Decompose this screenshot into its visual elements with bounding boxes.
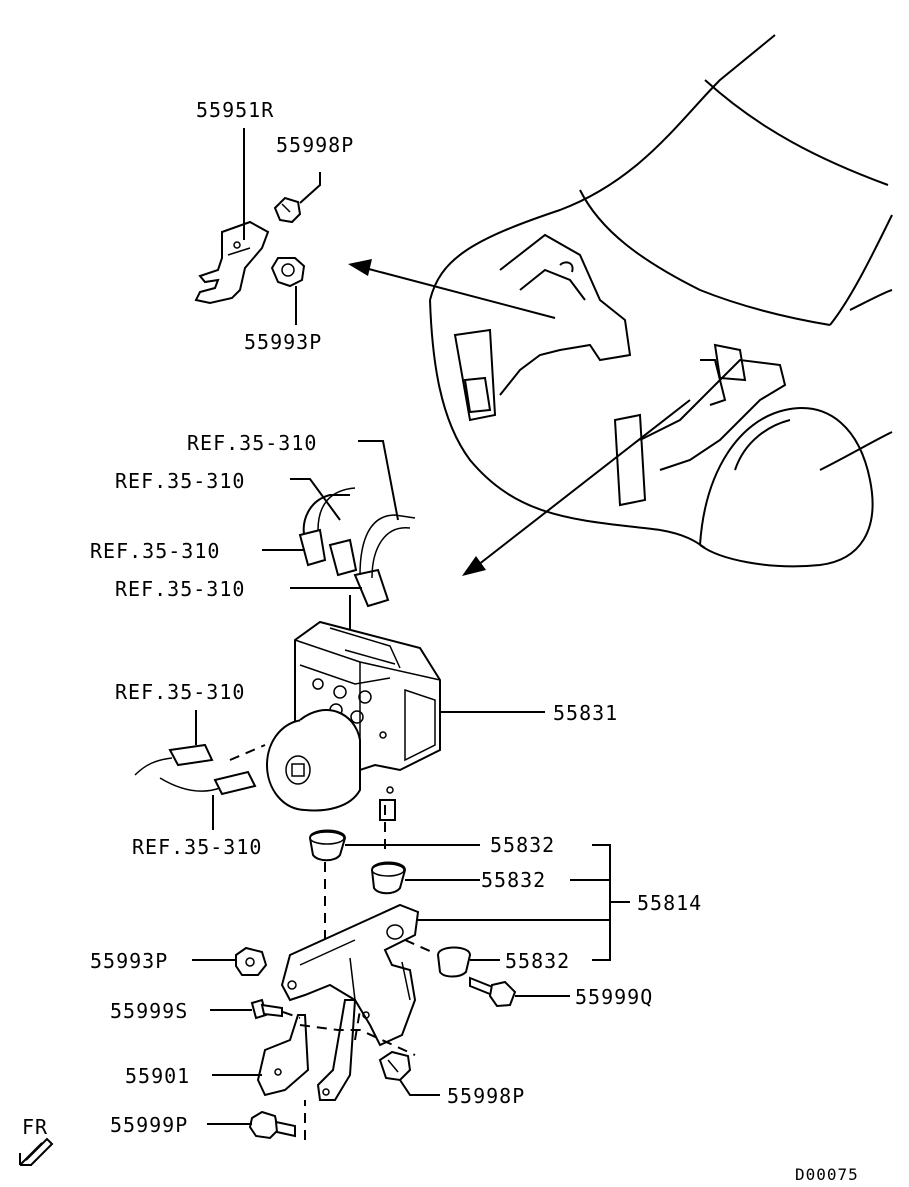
label-55993P-bottom: 55993P	[90, 949, 168, 973]
front-arrow-icon	[19, 1137, 54, 1166]
label-55832-b: 55832	[481, 868, 546, 892]
bolt-55999S	[250, 998, 301, 1020]
insulator-55832-c	[436, 946, 472, 978]
label-ref-5: REF.35-310	[115, 680, 245, 704]
label-ref-6: REF.35-310	[132, 835, 262, 859]
label-ref-2: REF.35-310	[115, 469, 245, 493]
label-55998P-top: 55998P	[276, 133, 354, 157]
label-55999Q: 55999Q	[575, 985, 653, 1009]
pointer-arrows	[348, 259, 691, 576]
insulator-55832-a	[308, 829, 347, 862]
nut-55993P-top	[270, 257, 306, 288]
label-ref-4: REF.35-310	[115, 577, 245, 601]
bolt-55999Q	[469, 976, 517, 1008]
insulator-55832-b	[370, 861, 407, 895]
label-fr: FR	[22, 1115, 48, 1139]
mounting-bracket-55814	[280, 903, 420, 1047]
label-ref-3: REF.35-310	[90, 539, 220, 563]
label-ref-1: REF.35-310	[187, 431, 317, 455]
label-55999S: 55999S	[110, 999, 188, 1023]
brake-pipe-connectors-side	[134, 743, 266, 796]
label-55998P-bottom: 55998P	[447, 1084, 525, 1108]
abs-hydraulic-unit	[266, 620, 441, 821]
bracket-55901	[256, 999, 357, 1101]
nut-55993P-bottom	[235, 946, 268, 976]
label-55993P-top: 55993P	[244, 330, 322, 354]
label-55832-a: 55832	[490, 833, 555, 857]
label-55832-c: 55832	[505, 949, 570, 973]
brake-pipe-connectors-top	[298, 487, 416, 608]
label-55951R: 55951R	[196, 98, 274, 122]
label-55831: 55831	[553, 701, 618, 725]
label-55814: 55814	[637, 891, 702, 915]
label-55999P: 55999P	[110, 1113, 188, 1137]
car-body-outline	[429, 34, 893, 568]
drawing-code: D00075	[795, 1165, 859, 1184]
clip-55998P-top	[273, 196, 302, 224]
bracket-55951R	[194, 220, 270, 305]
label-55901: 55901	[125, 1064, 190, 1088]
clip-55998P-bottom	[378, 1050, 412, 1082]
bolt-55999P	[248, 1100, 306, 1140]
